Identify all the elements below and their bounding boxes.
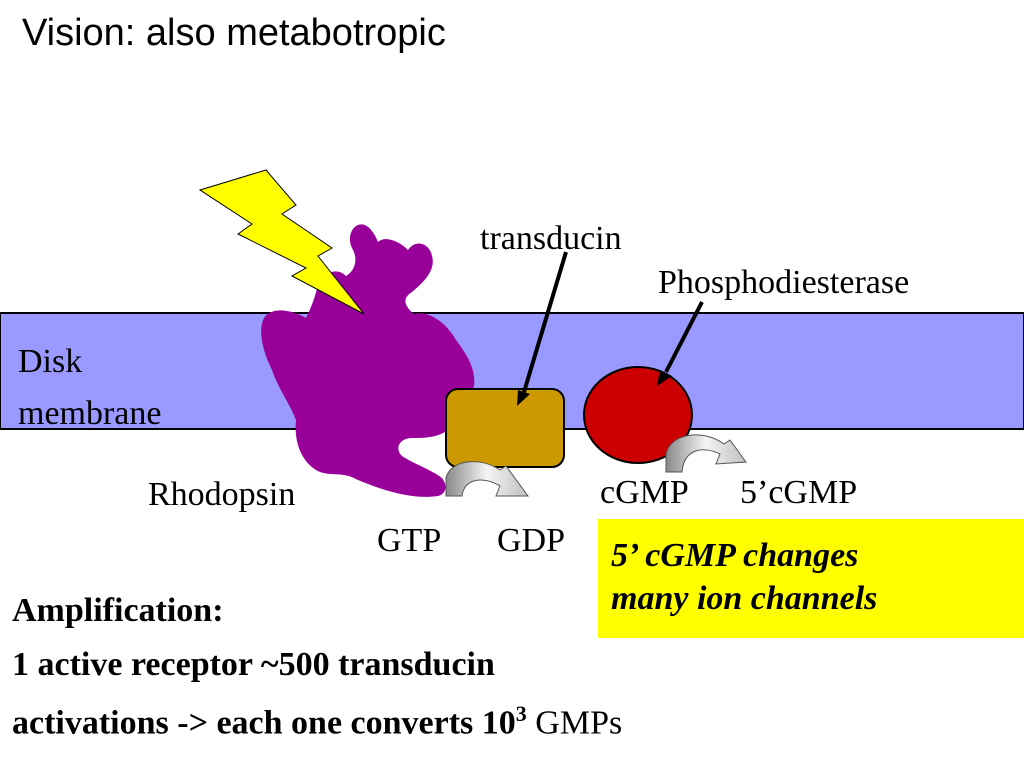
curved-arrow-icon xyxy=(445,461,529,497)
amplification-exponent: 3 xyxy=(515,701,527,726)
transducin-label: transducin xyxy=(480,220,622,257)
phosphodiesterase-label: Phosphodiesterase xyxy=(658,264,910,301)
transducin-shape xyxy=(445,388,565,468)
amplification-line: activations -> each one converts 103 GMP… xyxy=(12,703,622,740)
rhodopsin-shape xyxy=(261,224,475,497)
amplification-line: 1 active receptor ~500 transducin xyxy=(12,646,495,683)
rhodopsin-label: Rhodopsin xyxy=(148,476,296,513)
phosphodiesterase-pointer-arrow xyxy=(657,301,704,386)
membrane-label: Disk xyxy=(18,343,83,380)
phosphodiesterase-shape xyxy=(583,366,693,464)
five-cgmp-label: 5’cGMP xyxy=(740,474,858,511)
callout-line: many ion channels xyxy=(611,579,878,617)
curved-arrow-icon xyxy=(665,434,747,473)
cgmp-label: cGMP xyxy=(600,474,689,511)
page-title: Vision: also metabotropic xyxy=(22,12,446,54)
amplification-prefix: activations -> each one converts 10 xyxy=(12,704,516,742)
callout-box: 5’ cGMP changes many ion channels xyxy=(598,519,1024,638)
gtp-label: GTP xyxy=(377,522,442,559)
transducin-pointer-arrow xyxy=(517,251,568,406)
lightning-bolt-icon xyxy=(198,169,365,315)
membrane-label: membrane xyxy=(18,395,162,432)
amplification-heading: Amplification: xyxy=(12,592,224,629)
gdp-label: GDP xyxy=(497,522,566,559)
callout-line: 5’ cGMP changes xyxy=(611,537,859,574)
amplification-unit: GMPs xyxy=(535,704,623,742)
